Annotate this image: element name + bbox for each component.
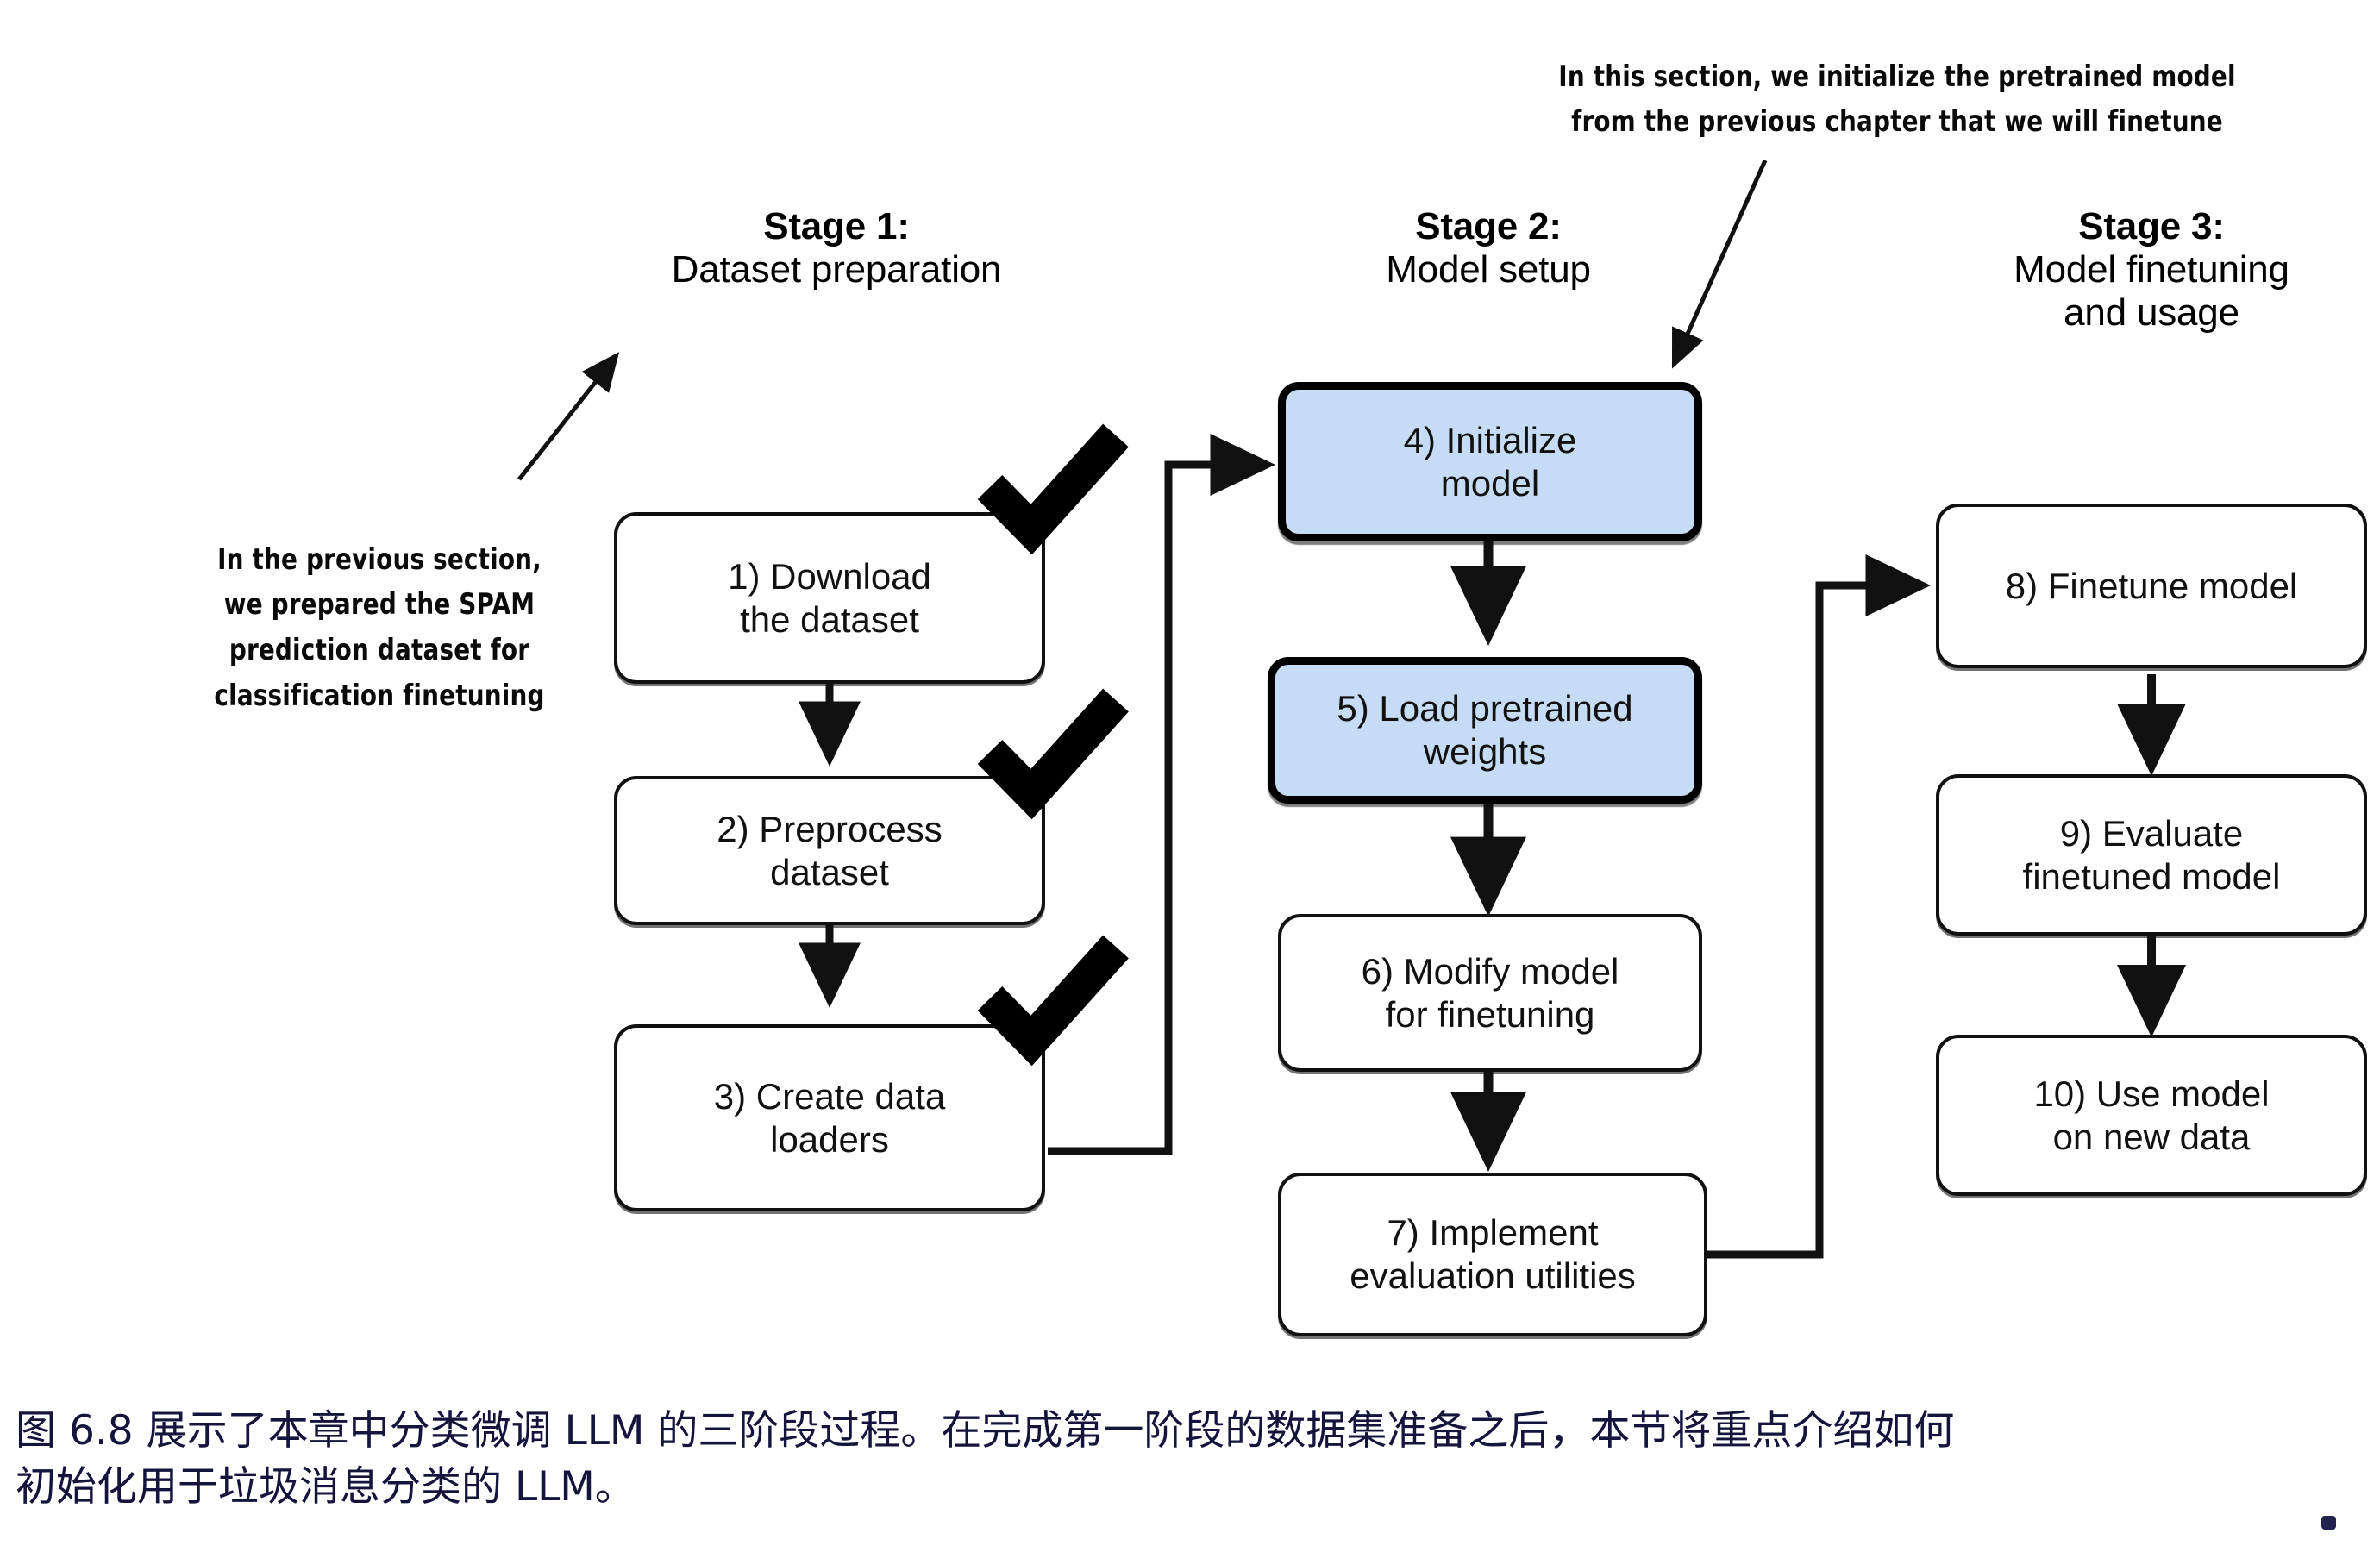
stage-1-title: Stage 1: [763, 205, 910, 247]
node-step-6-label: 6) Modify model for finetuning [1361, 950, 1619, 1035]
node-step-7[interactable]: 7) Implement evaluation utilities [1278, 1173, 1707, 1336]
annotation-left-line-1: In the previous section, we prepared the… [214, 541, 545, 713]
node-step-8[interactable]: 8) Finetune model [1936, 504, 2367, 668]
node-step-1[interactable]: 1) Download the dataset [614, 512, 1045, 684]
node-step-9[interactable]: 9) Evaluate finetuned model [1936, 774, 2367, 936]
caption-line-2: 初始化用于垃圾消息分类的 LLM。 [16, 1462, 636, 1511]
node-step-4-label: 4) Initialize model [1403, 419, 1577, 504]
node-step-5-label: 5) Load pretrained weights [1337, 688, 1633, 772]
node-step-2[interactable]: 2) Preprocess dataset [614, 776, 1045, 925]
annotation-top: In this section, we initialize the pretr… [1544, 9, 2251, 191]
annotation-top-line-1: In this section, we initialize the pretr… [1558, 59, 2236, 140]
caption-line-1: 图 6.8 展示了本章中分类微调 LLM 的三阶段过程。在完成第一阶段的数据集准… [16, 1407, 1955, 1455]
stage-heading-2: Stage 2: Model setup [1230, 205, 1747, 291]
node-step-10-label: 10) Use model on new data [2033, 1073, 2270, 1157]
node-step-8-label: 8) Finetune model [2005, 565, 2298, 606]
stage-heading-3: Stage 3: Model finetuning and usage [1888, 205, 2380, 335]
node-step-5[interactable]: 5) Load pretrained weights [1268, 657, 1702, 804]
node-step-6[interactable]: 6) Modify model for finetuning [1278, 914, 1702, 1072]
stage-3-title: Stage 3: [2078, 205, 2225, 247]
node-step-4[interactable]: 4) Initialize model [1278, 382, 1702, 541]
node-step-1-label: 1) Download the dataset [728, 555, 931, 640]
stage-3-subtitle: Model finetuning and usage [2014, 248, 2289, 335]
figure-caption: 图 6.8 展示了本章中分类微调 LLM 的三阶段过程。在完成第一阶段的数据集准… [16, 1404, 2344, 1516]
stage-heading-1: Stage 1: Dataset preparation [569, 205, 1104, 291]
annotation-arrow-left [517, 352, 620, 481]
connector-step3-to-step4 [1048, 434, 1275, 1155]
caption-end-dot [2321, 1516, 2336, 1530]
stage-2-title: Stage 2: [1415, 205, 1562, 247]
node-step-3[interactable]: 3) Create data loaders [614, 1024, 1045, 1211]
node-step-2-label: 2) Preprocess dataset [717, 808, 943, 892]
stage-1-subtitle: Dataset preparation [671, 248, 1002, 291]
node-step-9-label: 9) Evaluate finetuned model [2022, 812, 2281, 897]
connector-step7-to-step8 [1707, 554, 1931, 1259]
stage-2-subtitle: Model setup [1386, 248, 1591, 291]
node-step-7-label: 7) Implement evaluation utilities [1350, 1212, 1636, 1296]
node-step-3-label: 3) Create data loaders [713, 1075, 946, 1160]
annotation-left: In the previous section, we prepared the… [167, 491, 592, 764]
node-step-10[interactable]: 10) Use model on new data [1936, 1035, 2367, 1196]
